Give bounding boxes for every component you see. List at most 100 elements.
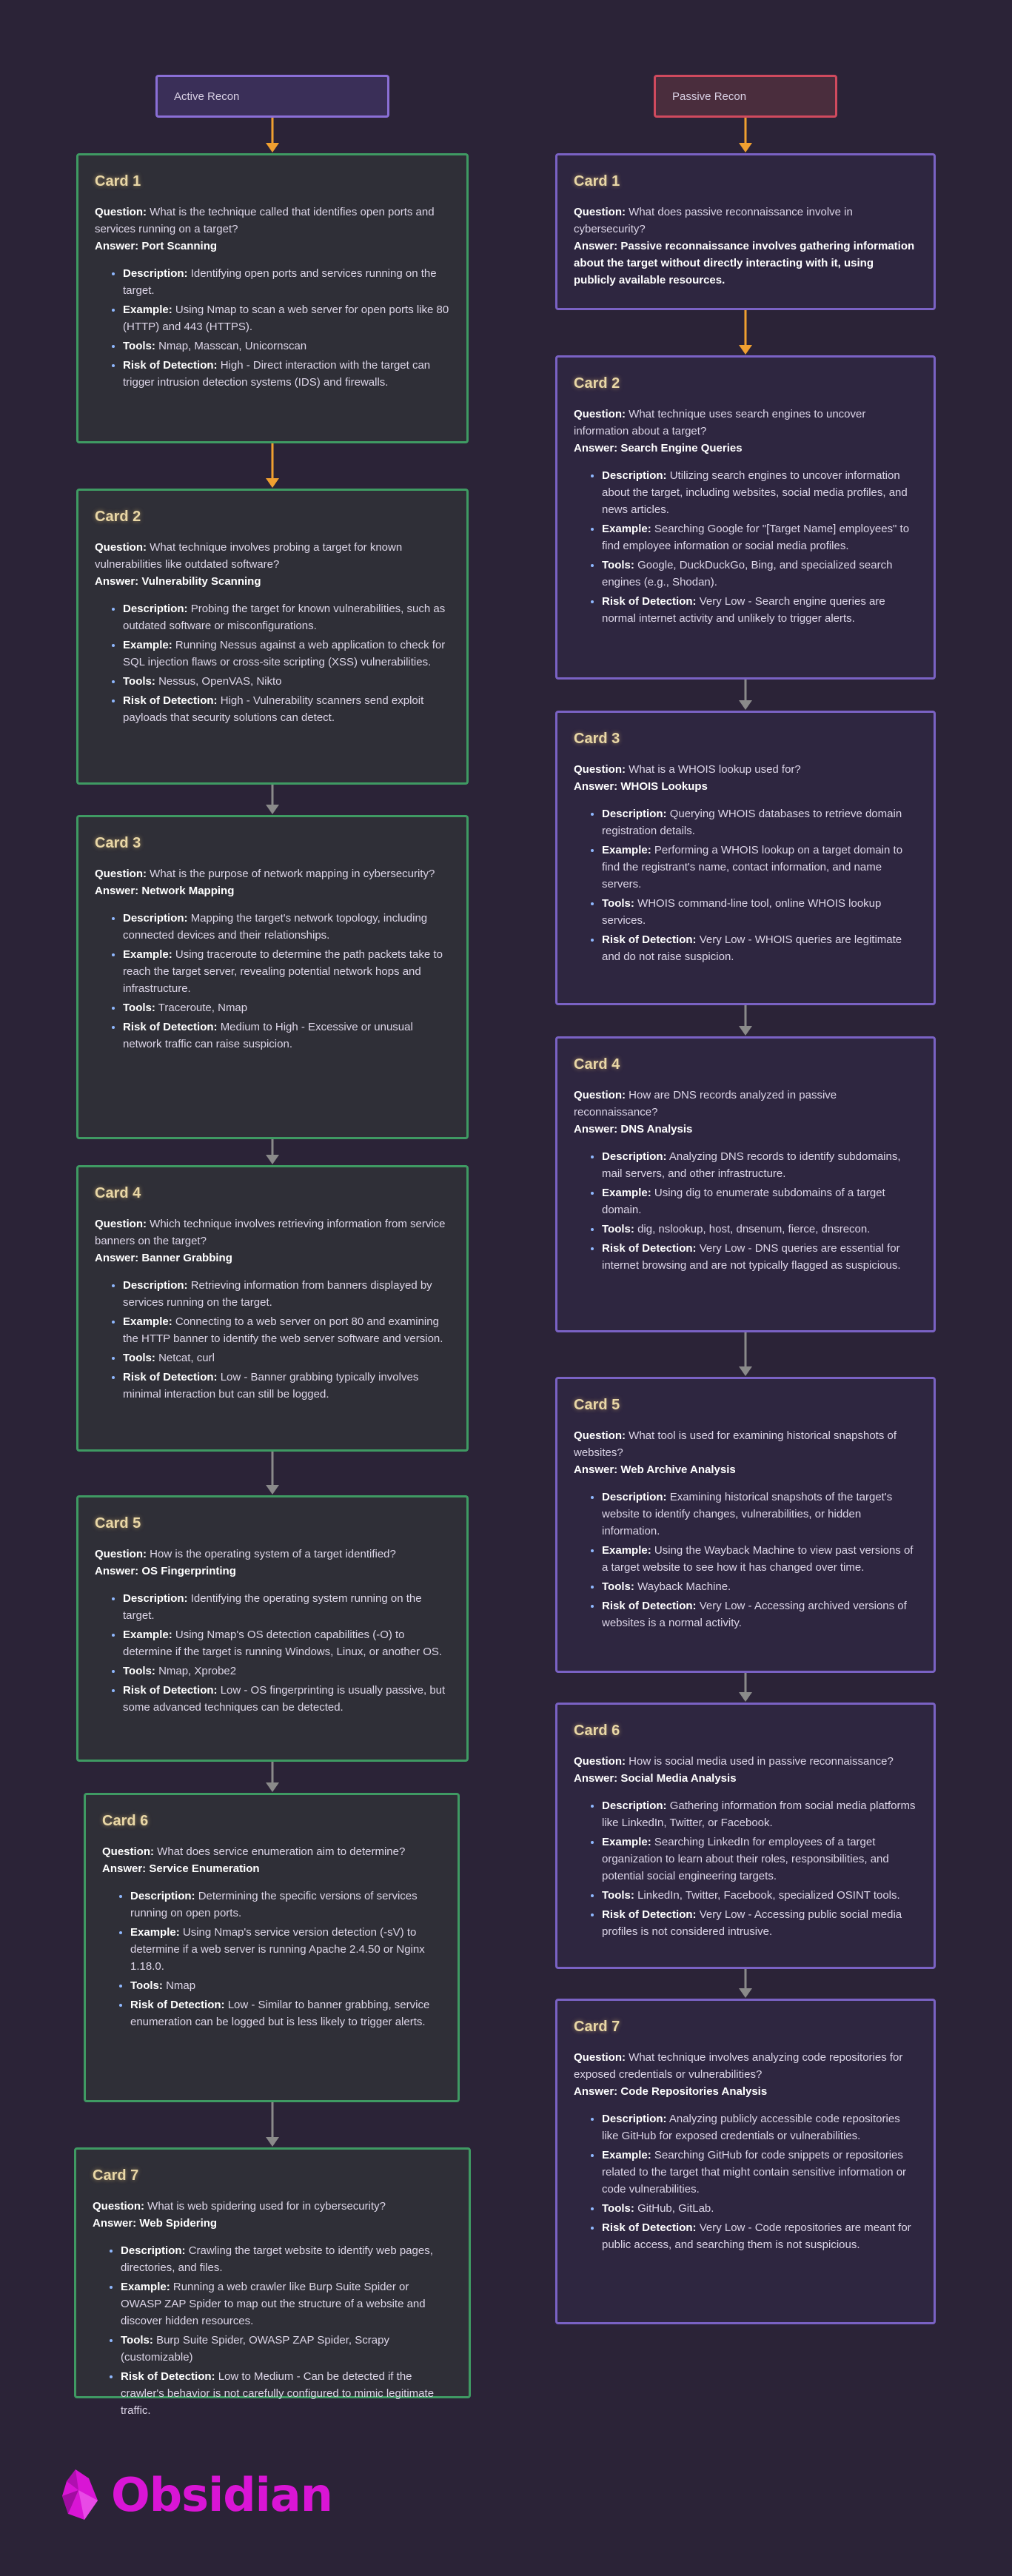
answer-label: Answer: [95, 240, 139, 252]
risk-label: Risk of Detection: [130, 1999, 225, 2011]
question-label: Question: [574, 763, 626, 776]
detail-example: Example: Searching LinkedIn for employee… [602, 1834, 917, 1885]
card-title: Card 2 [574, 375, 620, 392]
description-text: Examining historical snapshots of the ta… [602, 1491, 893, 1537]
active-card-1-to-2-arrow [266, 443, 279, 488]
card-question: Question: How is social media used in pa… [574, 1753, 917, 1770]
example-label: Example: [602, 844, 651, 856]
description-label: Description: [123, 912, 188, 925]
tools-text: Nessus, OpenVAS, Nikto [158, 675, 282, 688]
answer-label: Answer: [95, 1252, 139, 1264]
tools-label: Tools: [602, 1223, 634, 1235]
detail-risk: Risk of Detection: Low - Similar to bann… [130, 1996, 441, 2030]
tools-label: Tools: [602, 897, 634, 910]
detail-list: Description: Probing the target for know… [95, 600, 450, 726]
answer-label: Answer: [574, 240, 618, 252]
description-label: Description: [123, 603, 188, 615]
card-title: Card 6 [574, 1723, 620, 1739]
example-text: Running a web crawler like Burp Suite Sp… [121, 2281, 426, 2327]
example-text: Running Nessus against a web application… [123, 639, 446, 668]
obsidian-logo: Obsidian [59, 2465, 333, 2524]
risk-label: Risk of Detection: [602, 1242, 697, 1255]
detail-example: Example: Searching GitHub for code snipp… [602, 2147, 917, 2198]
detail-description: Description: Probing the target for know… [123, 600, 450, 634]
example-text: Searching LinkedIn for employees of a ta… [602, 1836, 889, 1882]
card-question: Question: What does passive reconnaissan… [574, 204, 917, 238]
answer-text: Network Mapping [141, 885, 235, 897]
tools-label: Tools: [602, 1580, 634, 1593]
detail-description: Description: Determining the specific ve… [130, 1888, 441, 1922]
risk-text: Medium to High - Excessive or unusual ne… [123, 1021, 413, 1050]
example-text: Using Nmap to scan a web server for open… [123, 303, 449, 333]
card-title: Card 1 [95, 173, 141, 189]
tools-label: Tools: [123, 1665, 155, 1677]
detail-list: Description: Utilizing search engines to… [574, 467, 917, 627]
answer-label: Answer: [95, 885, 139, 897]
risk-text: Low to Medium - Can be detected if the c… [121, 2370, 435, 2417]
question-text: What technique involves probing a target… [95, 541, 403, 571]
card-question: Question: Which technique involves retri… [95, 1215, 450, 1250]
detail-tools: Tools: WHOIS command-line tool, online W… [602, 895, 917, 929]
passive-card-6-to-7-arrow [739, 1969, 752, 1998]
example-label: Example: [602, 1836, 651, 1848]
active-card-4-to-5-arrow [266, 1452, 279, 1495]
detail-risk: Risk of Detection: Very Low - Accessing … [602, 1906, 917, 1940]
card-question: Question: What technique involves analyz… [574, 2049, 917, 2083]
example-text: Using dig to enumerate subdomains of a t… [602, 1187, 885, 1216]
question-label: Question: [102, 1845, 154, 1858]
description-text: Retrieving information from banners disp… [123, 1279, 432, 1309]
tools-text: Nmap, Masscan, Unicornscan [158, 340, 307, 352]
detail-risk: Risk of Detection: Low - Banner grabbing… [123, 1369, 450, 1403]
tools-label: Tools: [602, 559, 634, 571]
detail-tools: Tools: Wayback Machine. [602, 1578, 917, 1595]
risk-text: High - Vulnerability scanners send explo… [123, 694, 424, 724]
detail-tools: Tools: Nmap, Xprobe2 [123, 1663, 450, 1680]
description-text: Querying WHOIS databases to retrieve dom… [602, 808, 902, 837]
active-card-3-to-4-arrow [266, 1139, 279, 1164]
tools-text: Burp Suite Spider, OWASP ZAP Spider, Scr… [121, 2334, 389, 2364]
card-answer: Answer: OS Fingerprinting [95, 1563, 450, 1580]
description-label: Description: [602, 1491, 667, 1503]
example-label: Example: [602, 1544, 651, 1557]
detail-tools: Tools: Nessus, OpenVAS, Nikto [123, 673, 450, 690]
tools-label: Tools: [123, 340, 155, 352]
question-text: What technique involves analyzing code r… [574, 2051, 903, 2081]
detail-list: Description: Examining historical snapsh… [574, 1489, 917, 1631]
question-label: Question: [95, 868, 147, 880]
active-card-6-to-7-arrow [266, 2102, 279, 2147]
detail-risk: Risk of Detection: High - Vulnerability … [123, 692, 450, 726]
detail-tools: Tools: Nmap, Masscan, Unicornscan [123, 338, 450, 355]
card-question: Question: How is the operating system of… [95, 1546, 450, 1563]
risk-text: Low - OS fingerprinting is usually passi… [123, 1684, 446, 1714]
detail-list: Description: Querying WHOIS databases to… [574, 805, 917, 965]
passive-header-to-card-1-arrow [739, 118, 752, 152]
card-title: Card 7 [574, 2019, 620, 2035]
detail-list: Description: Determining the specific ve… [102, 1888, 441, 2030]
tools-text: Nmap [166, 1979, 196, 1992]
detail-risk: Risk of Detection: Very Low - Accessing … [602, 1597, 917, 1631]
question-label: Question: [93, 2200, 144, 2213]
tools-text: Nmap, Xprobe2 [158, 1665, 237, 1677]
passive-card-3-to-4-arrow [739, 1005, 752, 1036]
risk-text: High - Direct interaction with the targe… [123, 359, 431, 389]
answer-label: Answer: [574, 2085, 618, 2098]
detail-example: Example: Running Nessus against a web ap… [123, 637, 450, 671]
description-text: Probing the target for known vulnerabili… [123, 603, 446, 632]
question-text: Which technique involves retrieving info… [95, 1218, 446, 1247]
card-answer: Answer: Port Scanning [95, 238, 450, 255]
description-label: Description: [123, 267, 188, 280]
example-label: Example: [602, 2149, 651, 2161]
detail-list: Description: Identifying open ports and … [95, 265, 450, 391]
card-answer: Answer: Social Media Analysis [574, 1770, 917, 1787]
example-text: Using the Wayback Machine to view past v… [602, 1544, 914, 1574]
risk-text: Low - Similar to banner grabbing, servic… [130, 1999, 430, 2028]
description-label: Description: [602, 1150, 667, 1163]
detail-example: Example: Performing a WHOIS lookup on a … [602, 842, 917, 893]
risk-text: Very Low - Search engine queries are nor… [602, 595, 885, 625]
